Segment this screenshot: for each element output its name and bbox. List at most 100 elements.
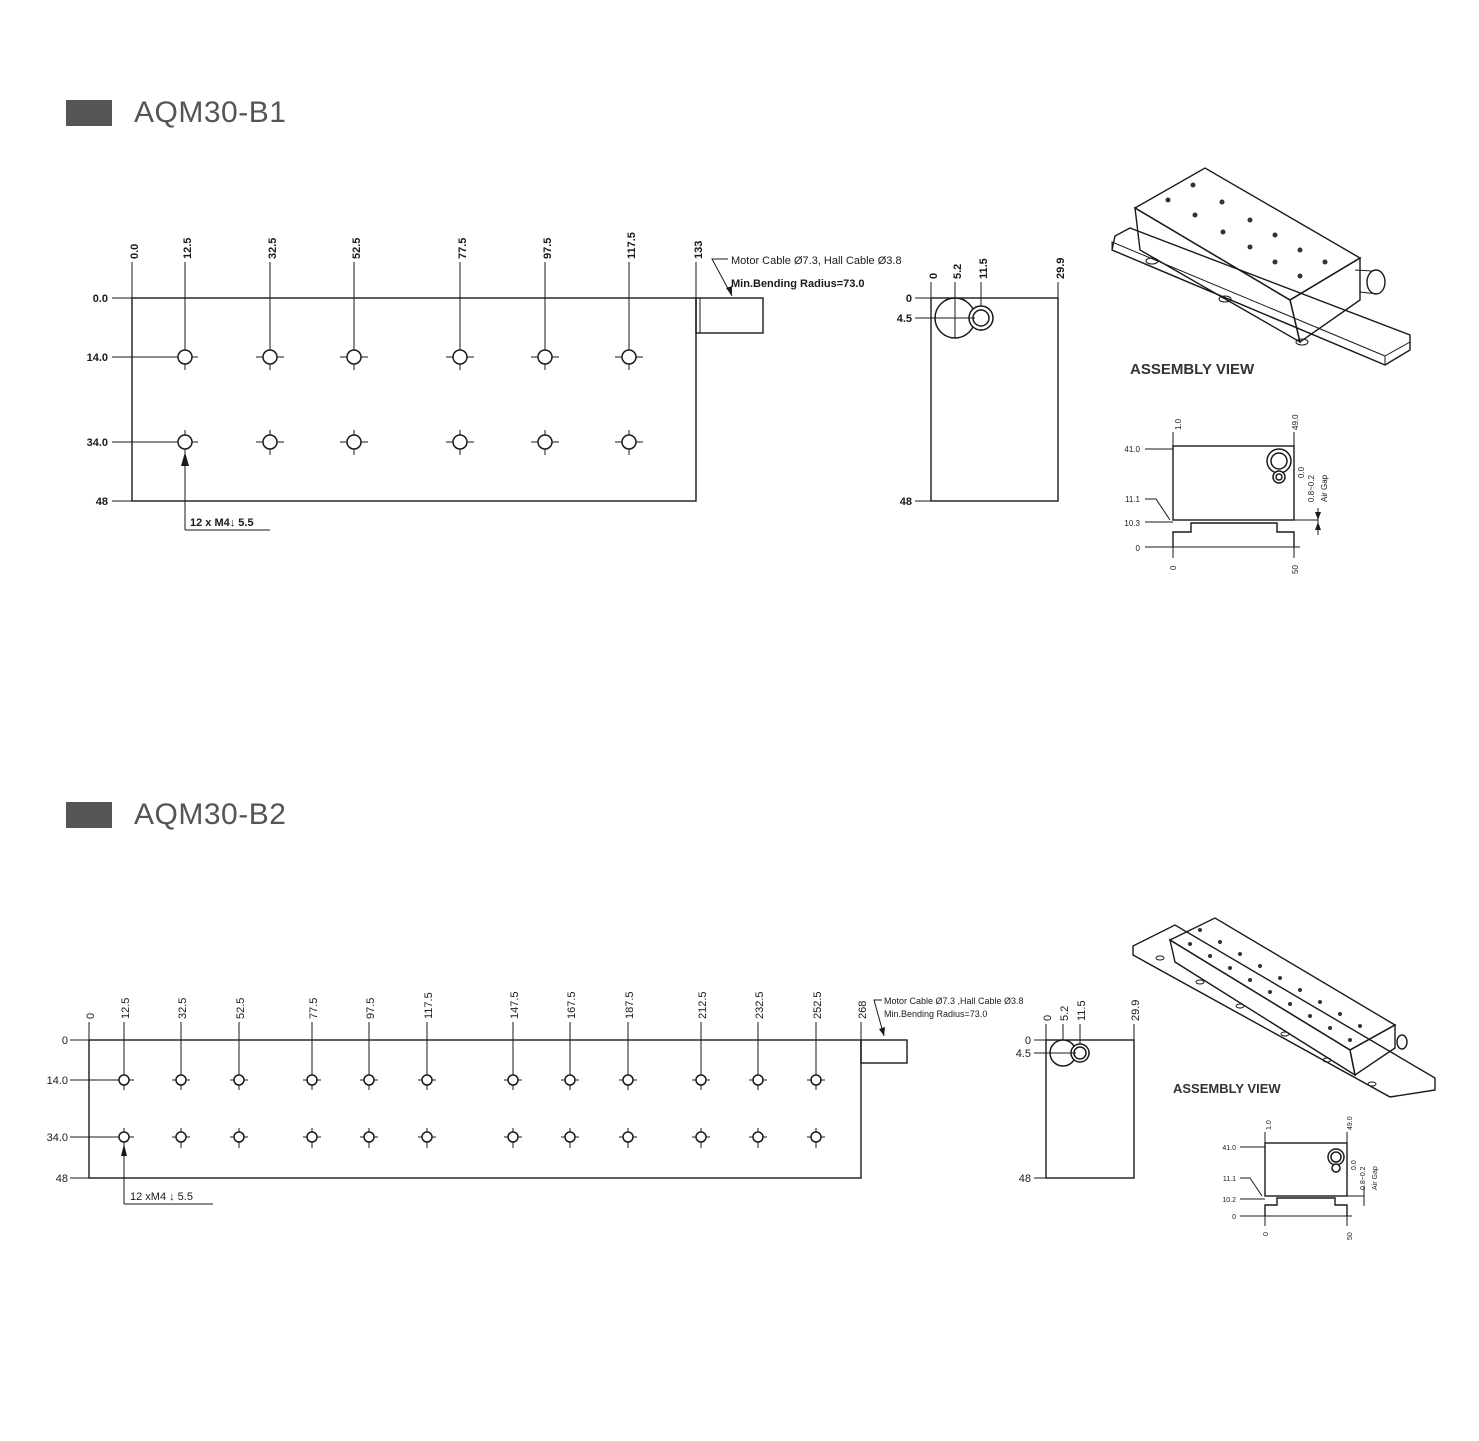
mounting-hole — [346, 434, 362, 450]
dim-label: 0 — [85, 1013, 97, 1019]
b2-top-view: 0 12.5 32.5 52.5 77.5 97.5 117.5 147.5 1… — [47, 991, 1024, 1205]
dim-label: 0 — [1136, 544, 1141, 553]
mounting-hole — [622, 1131, 634, 1143]
dim-label: 41.0 — [1124, 445, 1140, 454]
dim-label: 49.0 — [1347, 1116, 1354, 1130]
dim-label: 0.0 — [1297, 466, 1306, 478]
mounting-hole — [306, 1074, 318, 1086]
mounting-hole — [363, 1074, 375, 1086]
b1-side-view: 1.0 49.0 41.0 11.1 10.3 0 0 50 0.0 0.8~0… — [1124, 414, 1329, 574]
dim-label: 0 — [906, 293, 912, 305]
assembly-view-label: ASSEMBLY VIEW — [1130, 361, 1255, 378]
bending-radius-note: Min.Bending Radius=73.0 — [731, 278, 865, 290]
dim-label: 34.0 — [47, 1132, 68, 1144]
dim-label: 34.0 — [87, 437, 108, 449]
b2-body-outline — [88, 1039, 862, 1179]
side-view-rail — [1264, 1197, 1348, 1216]
mounting-hole — [507, 1074, 519, 1086]
dim-label: 133 — [693, 241, 705, 259]
dim-label: 0.0 — [1351, 1160, 1358, 1170]
mounting-hole — [306, 1131, 318, 1143]
dim-label: 48 — [1019, 1173, 1031, 1185]
dim-label: 14.0 — [47, 1075, 68, 1087]
dim-label: 0 — [62, 1035, 68, 1047]
dim-label: 29.9 — [1055, 258, 1067, 279]
mounting-hole — [537, 434, 553, 450]
dim-label: 0 — [928, 273, 940, 279]
dim-label: 97.5 — [365, 998, 377, 1019]
side-view-block — [1264, 1142, 1348, 1197]
dim-label: 48 — [96, 496, 108, 508]
mounting-hole — [262, 434, 278, 450]
title-text: AQM30-B1 — [134, 96, 287, 129]
dim-label: 167.5 — [566, 991, 578, 1019]
mounting-hole — [233, 1074, 245, 1086]
cable-leader-line — [711, 258, 733, 297]
dim-label: 0 — [1232, 1214, 1236, 1221]
dim-label: 5.2 — [952, 264, 964, 279]
title-bar-icon — [66, 100, 112, 126]
dim-label: 77.5 — [457, 238, 469, 259]
mounting-hole — [177, 434, 193, 450]
mounting-hole — [177, 349, 193, 365]
dim-label: 11.5 — [978, 258, 990, 279]
title-text: AQM30-B2 — [134, 798, 287, 831]
mounting-hole — [537, 349, 553, 365]
dim-label: 32.5 — [177, 998, 189, 1019]
end-view-outline — [930, 297, 1059, 502]
b2-end-view: 0 5.2 11.5 29.9 0 4.5 48 — [1016, 1000, 1142, 1185]
dim-label: 50 — [1347, 1232, 1354, 1240]
dim-label: Air Gap — [1320, 474, 1329, 502]
mounting-hole — [752, 1074, 764, 1086]
section-title-b2: AQM30-B2 — [66, 798, 286, 832]
mounting-hole — [621, 434, 637, 450]
mounting-hole — [564, 1131, 576, 1143]
cable-note: Motor Cable Ø7.3, Hall Cable Ø3.8 — [731, 255, 902, 267]
dim-label: 4.5 — [1016, 1048, 1031, 1060]
dim-label: 5.2 — [1059, 1006, 1071, 1021]
dim-label: 11.5 — [1076, 1000, 1088, 1021]
dim-label: 0 — [1042, 1015, 1054, 1021]
dim-label: 50 — [1291, 565, 1300, 574]
mounting-hole — [262, 349, 278, 365]
mounting-hole — [363, 1131, 375, 1143]
dim-label: 252.5 — [812, 991, 824, 1019]
dim-label: 0 — [1025, 1035, 1031, 1047]
dim-label: 97.5 — [542, 238, 554, 259]
dim-label: 52.5 — [351, 238, 363, 259]
dim-label: 117.5 — [626, 232, 638, 259]
mounting-hole — [118, 1074, 130, 1086]
dim-label: 0.8~0.2 — [1360, 1166, 1367, 1190]
dim-label: 232.5 — [754, 991, 766, 1019]
mounting-hole — [452, 434, 468, 450]
dim-label: 0.0 — [93, 293, 108, 305]
dim-label: 147.5 — [509, 991, 521, 1019]
mounting-hole — [622, 1074, 634, 1086]
dim-label: 77.5 — [308, 998, 320, 1019]
dim-label: 48 — [56, 1173, 68, 1185]
side-view-block — [1172, 445, 1295, 521]
b1-assembly-illustration: ASSEMBLY VIEW — [1111, 167, 1411, 378]
dim-label: 12.5 — [120, 998, 132, 1019]
b1-cable-stub — [695, 297, 764, 334]
dim-label: 1.0 — [1266, 1120, 1273, 1130]
mounting-hole — [621, 349, 637, 365]
mounting-hole — [810, 1131, 822, 1143]
dim-label: 4.5 — [897, 313, 912, 325]
dim-label: 0 — [1263, 1232, 1270, 1236]
b1-top-view: 0.0 12.5 32.5 52.5 77.5 97.5 117.5 133 0… — [87, 232, 902, 531]
dim-label: 212.5 — [697, 991, 709, 1019]
hole-callout: 12 x M4↓ 5.5 — [190, 517, 254, 529]
dim-label: 10.3 — [1124, 519, 1140, 528]
dim-label: 52.5 — [235, 998, 247, 1019]
mounting-hole — [507, 1131, 519, 1143]
mounting-hole — [810, 1074, 822, 1086]
dim-label: 41.0 — [1222, 1145, 1236, 1152]
dim-label: 29.9 — [1130, 1000, 1142, 1021]
b2-assembly-illustration: ASSEMBLY VIEW — [1132, 917, 1436, 1098]
dim-label: 11.1 — [1125, 495, 1141, 504]
dim-label: 268 — [857, 1001, 869, 1019]
dim-label: 49.0 — [1291, 414, 1300, 430]
b1-end-view: 0 5.2 11.5 29.9 0 4.5 48 — [897, 258, 1067, 508]
